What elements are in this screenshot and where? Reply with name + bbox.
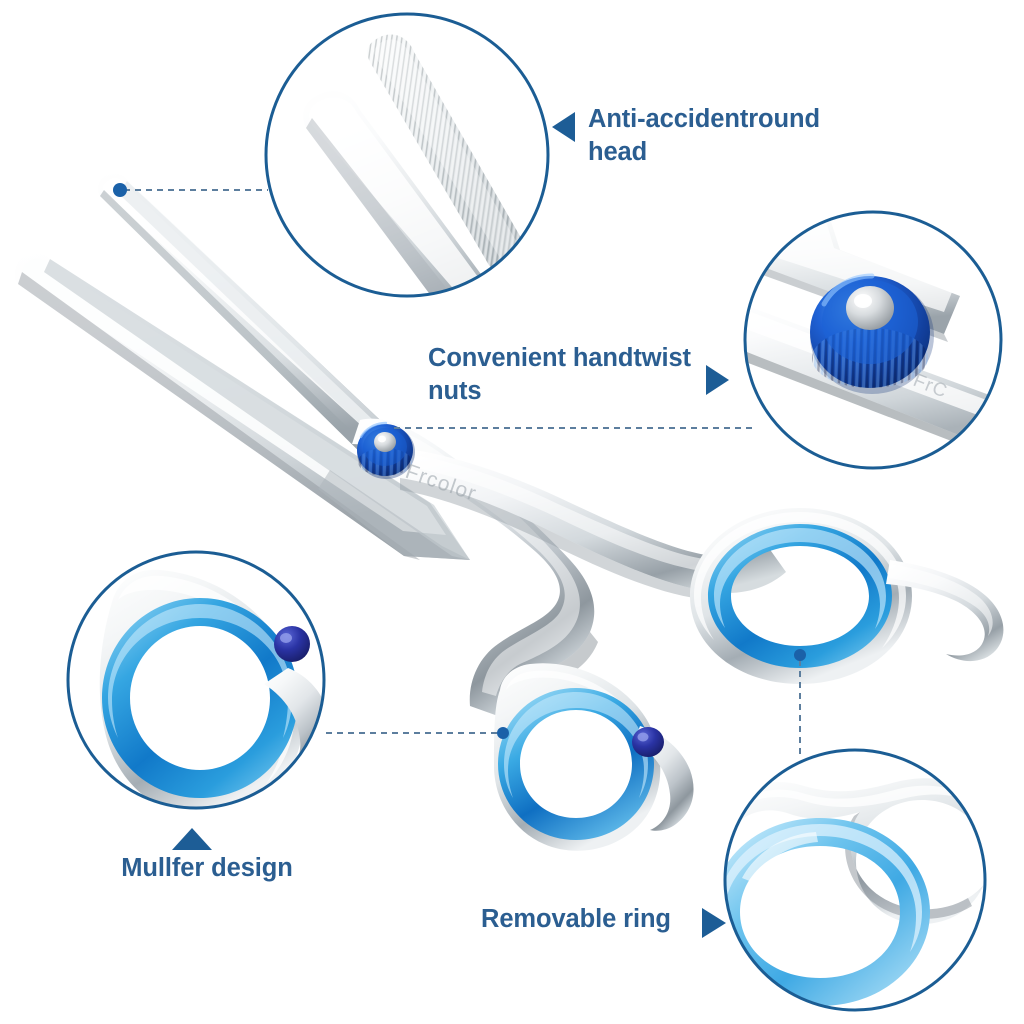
detail-circle-tension-nut: [743, 210, 1003, 470]
anchor-dot-removable-ring: [794, 649, 806, 661]
anchor-dot-blade-tip: [113, 183, 127, 197]
detail-circle-blade-tips: [264, 12, 550, 298]
finger-rest-bead: [632, 727, 664, 757]
callout-label-removable-ring: Removable ring: [481, 905, 671, 933]
detail-circle-mullfer-ring: [66, 550, 326, 810]
upper-blade: [98, 173, 398, 466]
triangle-left-icon-anti-accident: [552, 112, 575, 142]
upper-handle-arm: [400, 448, 786, 600]
callout-label-anti-accident-round-head: Anti-accidentround head: [588, 105, 820, 166]
lower-finger-ring: [494, 663, 694, 851]
scissors-product-illustration: [14, 173, 1004, 851]
upper-finger-ring: [690, 508, 1004, 684]
triangle-right-icon-removable: [702, 908, 726, 938]
anchor-dot-finger-ring: [497, 727, 509, 739]
callout-leader-lines: [124, 189, 801, 756]
callout-label-convenient-handtwist-nuts: Convenient handtwist nuts: [428, 344, 691, 405]
triangle-up-icon-mullfer: [172, 828, 212, 850]
callout-label-mullfer-design: Mullfer design: [121, 854, 293, 882]
callout-anchor-dots: [113, 183, 806, 739]
pivot-tension-nut: [357, 421, 415, 479]
triangle-right-icon-handtwist: [706, 365, 729, 395]
callout-markers: [172, 112, 729, 938]
detail-circle-removable-ring: [723, 748, 987, 1012]
lower-blade: [14, 253, 471, 560]
